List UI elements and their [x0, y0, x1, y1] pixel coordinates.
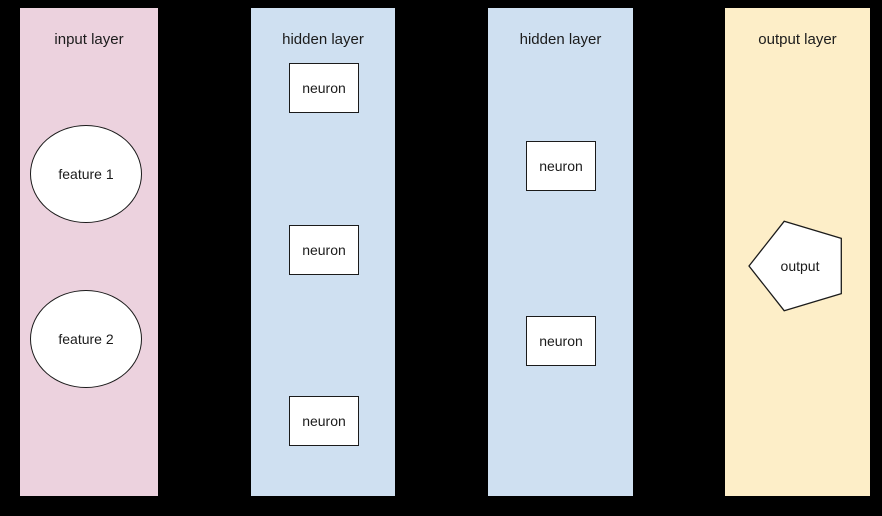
node-neuron[interactable]: neuron — [526, 316, 596, 366]
layer-band-input — [20, 8, 158, 496]
layer-title-hidden2: hidden layer — [519, 31, 602, 48]
layer-band-hidden2 — [488, 8, 633, 496]
node-label: neuron — [302, 413, 346, 429]
node-label: neuron — [539, 158, 583, 174]
node-label: neuron — [302, 242, 346, 258]
node-feature-1[interactable]: feature 1 — [30, 125, 142, 223]
layer-title-input: input layer — [54, 31, 124, 48]
node-label: neuron — [539, 333, 583, 349]
node-neuron[interactable]: neuron — [526, 141, 596, 191]
node-label: feature 2 — [58, 331, 114, 347]
pentagon-shape — [748, 220, 842, 312]
layer-title-hidden1: hidden layer — [282, 31, 364, 48]
node-neuron[interactable]: neuron — [289, 225, 359, 275]
node-label: output — [780, 258, 820, 274]
node-neuron[interactable]: neuron — [289, 63, 359, 113]
node-feature-2[interactable]: feature 2 — [30, 290, 142, 388]
node-label: neuron — [302, 80, 346, 96]
node-neuron[interactable]: neuron — [289, 396, 359, 446]
node-output[interactable]: output — [748, 218, 852, 314]
layer-title-output: output layer — [758, 31, 837, 48]
node-label: feature 1 — [58, 166, 114, 182]
